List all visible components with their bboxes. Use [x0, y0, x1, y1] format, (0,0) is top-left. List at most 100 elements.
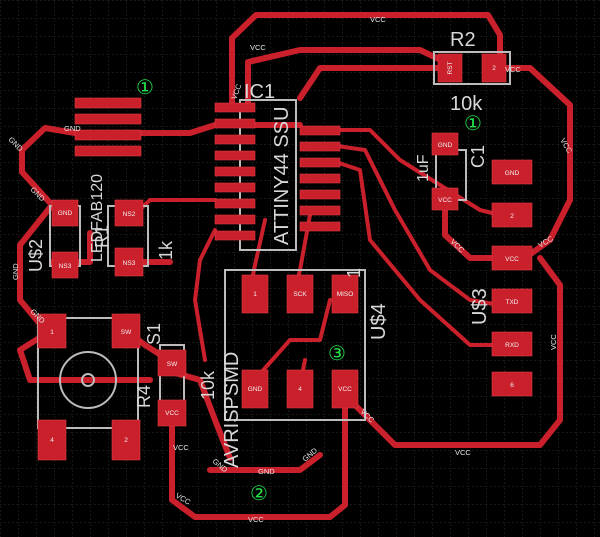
net-label-vcc-top2: VCC [250, 43, 266, 52]
isp-pad-1 [241, 274, 269, 314]
isp-pad-gnd [241, 369, 269, 409]
net-label-gnd-led: GND [64, 124, 81, 133]
pad-label-r1-ns2: NS2 [123, 211, 136, 218]
pad-label-ftdi-2: 2 [510, 213, 514, 220]
marker-1-led: ① [136, 75, 154, 99]
label-r1-value: 1k [156, 240, 176, 260]
pad-label-c1-gnd: GND [438, 142, 453, 149]
pad-label-r4-vcc: VCC [165, 410, 179, 417]
isp-pad-sck [286, 274, 314, 314]
ic1-pin-r3 [299, 157, 341, 168]
net-label-vcc-r: VCC [549, 334, 558, 350]
label-isp-part: AVRISPSMD [221, 352, 243, 468]
label-c1-value: 1uF [415, 154, 432, 182]
label-led-part: LEDFAB120 [89, 174, 106, 262]
pad-label-r4-sw: SW [167, 361, 178, 368]
ic1-pin-l4 [214, 150, 256, 161]
net-label-vcc-b: VCC [248, 515, 264, 524]
led-pad-1 [74, 97, 142, 109]
pad-label-isp-vcc: VCC [338, 386, 352, 393]
ic1-pin-r7 [299, 221, 341, 232]
pad-label-ftdi-txd: TXD [506, 299, 519, 306]
label-r2-value: 10k [450, 93, 483, 115]
r4-pad-sw [157, 349, 187, 377]
net-label-gnd-b: GND [258, 467, 275, 476]
pad-label-ftdi-gnd: GND [505, 170, 520, 177]
ic1-pin-l1 [214, 102, 256, 113]
copper-traces [17, 12, 573, 520]
ftdi-pad-txd [491, 288, 533, 314]
ftdi-pad-2 [491, 202, 533, 228]
pad-label-isp-4: 4 [298, 386, 302, 393]
r1-pad-ns2 [114, 199, 144, 227]
ic1-pin-l6 [214, 182, 256, 193]
led-pad-3 [74, 129, 142, 141]
label-one: 1 [344, 268, 364, 278]
pad-label-ftdi-vcc: VCC [505, 256, 519, 263]
ftdi-pad-gnd [491, 159, 533, 185]
net-label-vcc-r4: VCC [173, 443, 189, 452]
ic1-pin-r6 [299, 205, 341, 216]
u2-pad-ns3 [51, 251, 79, 279]
pad-label-u2-gnd: GND [58, 210, 73, 217]
r2-pad-rst [437, 53, 463, 83]
isp-outline [224, 269, 366, 421]
ic1-pin-l9 [214, 230, 256, 241]
marker-2: ② [250, 481, 268, 505]
label-s1: S1 [144, 323, 164, 345]
label-r4: R4 [134, 385, 154, 408]
component-labels: IC1 R2 10k C1 1uF ATTINY44 SSU U$4 1 U$3… [26, 29, 491, 468]
r2-outline [433, 51, 511, 85]
sw-pad-sw [111, 313, 141, 349]
sw-pad-2 [111, 419, 141, 461]
label-u3: U$3 [469, 288, 491, 325]
r2-pad-2 [481, 53, 507, 83]
s1-knob [59, 351, 117, 409]
ic1-pin-l7 [214, 198, 256, 209]
label-c1: C1 [468, 145, 488, 168]
pad-label-sw-sw: SW [121, 329, 132, 336]
pad-label-ftdi-6: 6 [510, 382, 514, 389]
pad-label-isp-sck: SCK [293, 291, 307, 298]
pad-label-sw-2: 2 [124, 437, 128, 444]
marker-3: ③ [328, 341, 346, 365]
pad-label-r1-ns3: NS3 [123, 260, 136, 267]
pad-label-isp-miso: MISO [337, 291, 354, 298]
led-pad-2 [74, 113, 142, 125]
led-pad-4 [74, 145, 142, 157]
ic1-pin-r1 [299, 125, 341, 136]
c1-pad-vcc [431, 187, 459, 211]
label-ic1: IC1 [244, 81, 275, 103]
r4-pad-vcc [157, 399, 187, 427]
pads [37, 53, 533, 461]
u2-pad-gnd [51, 199, 79, 227]
label-u4: U$4 [368, 303, 390, 340]
isp-pad-4 [286, 369, 314, 409]
label-u2: U$2 [26, 239, 46, 272]
net-label-vcc-r2: VCC [505, 65, 521, 74]
pad-label-isp-1: 1 [253, 291, 257, 298]
net-label-vcc-top: VCC [370, 15, 386, 24]
pad-label-isp-gnd: GND [248, 386, 263, 393]
pad-label-rst: RST [447, 61, 454, 74]
ic1-pin-r2 [299, 141, 341, 152]
ic1-pin-l2 [214, 118, 256, 129]
isp-pad-miso [331, 274, 359, 314]
pad-label-u2-ns3: NS3 [59, 263, 72, 270]
pad-label-r2-2: 2 [492, 65, 496, 72]
label-r1: R1 [92, 225, 112, 248]
ftdi-pad-rxd [491, 331, 533, 357]
s1-center [81, 373, 95, 387]
pad-label-sw-4: 4 [50, 437, 54, 444]
label-r4-value: 10k [198, 370, 218, 400]
marker-1-c1: ① [464, 111, 482, 135]
sw-pad-1 [37, 313, 67, 349]
c1-pad-gnd [431, 132, 459, 156]
ic1-pin-r4 [299, 173, 341, 184]
ic1-pin-l8 [214, 214, 256, 225]
ic1-pin-r5 [299, 189, 341, 200]
label-ic1-part: ATTINY44 SSU [271, 106, 293, 245]
isp-pad-vcc [331, 369, 359, 409]
label-r2: R2 [450, 29, 476, 51]
